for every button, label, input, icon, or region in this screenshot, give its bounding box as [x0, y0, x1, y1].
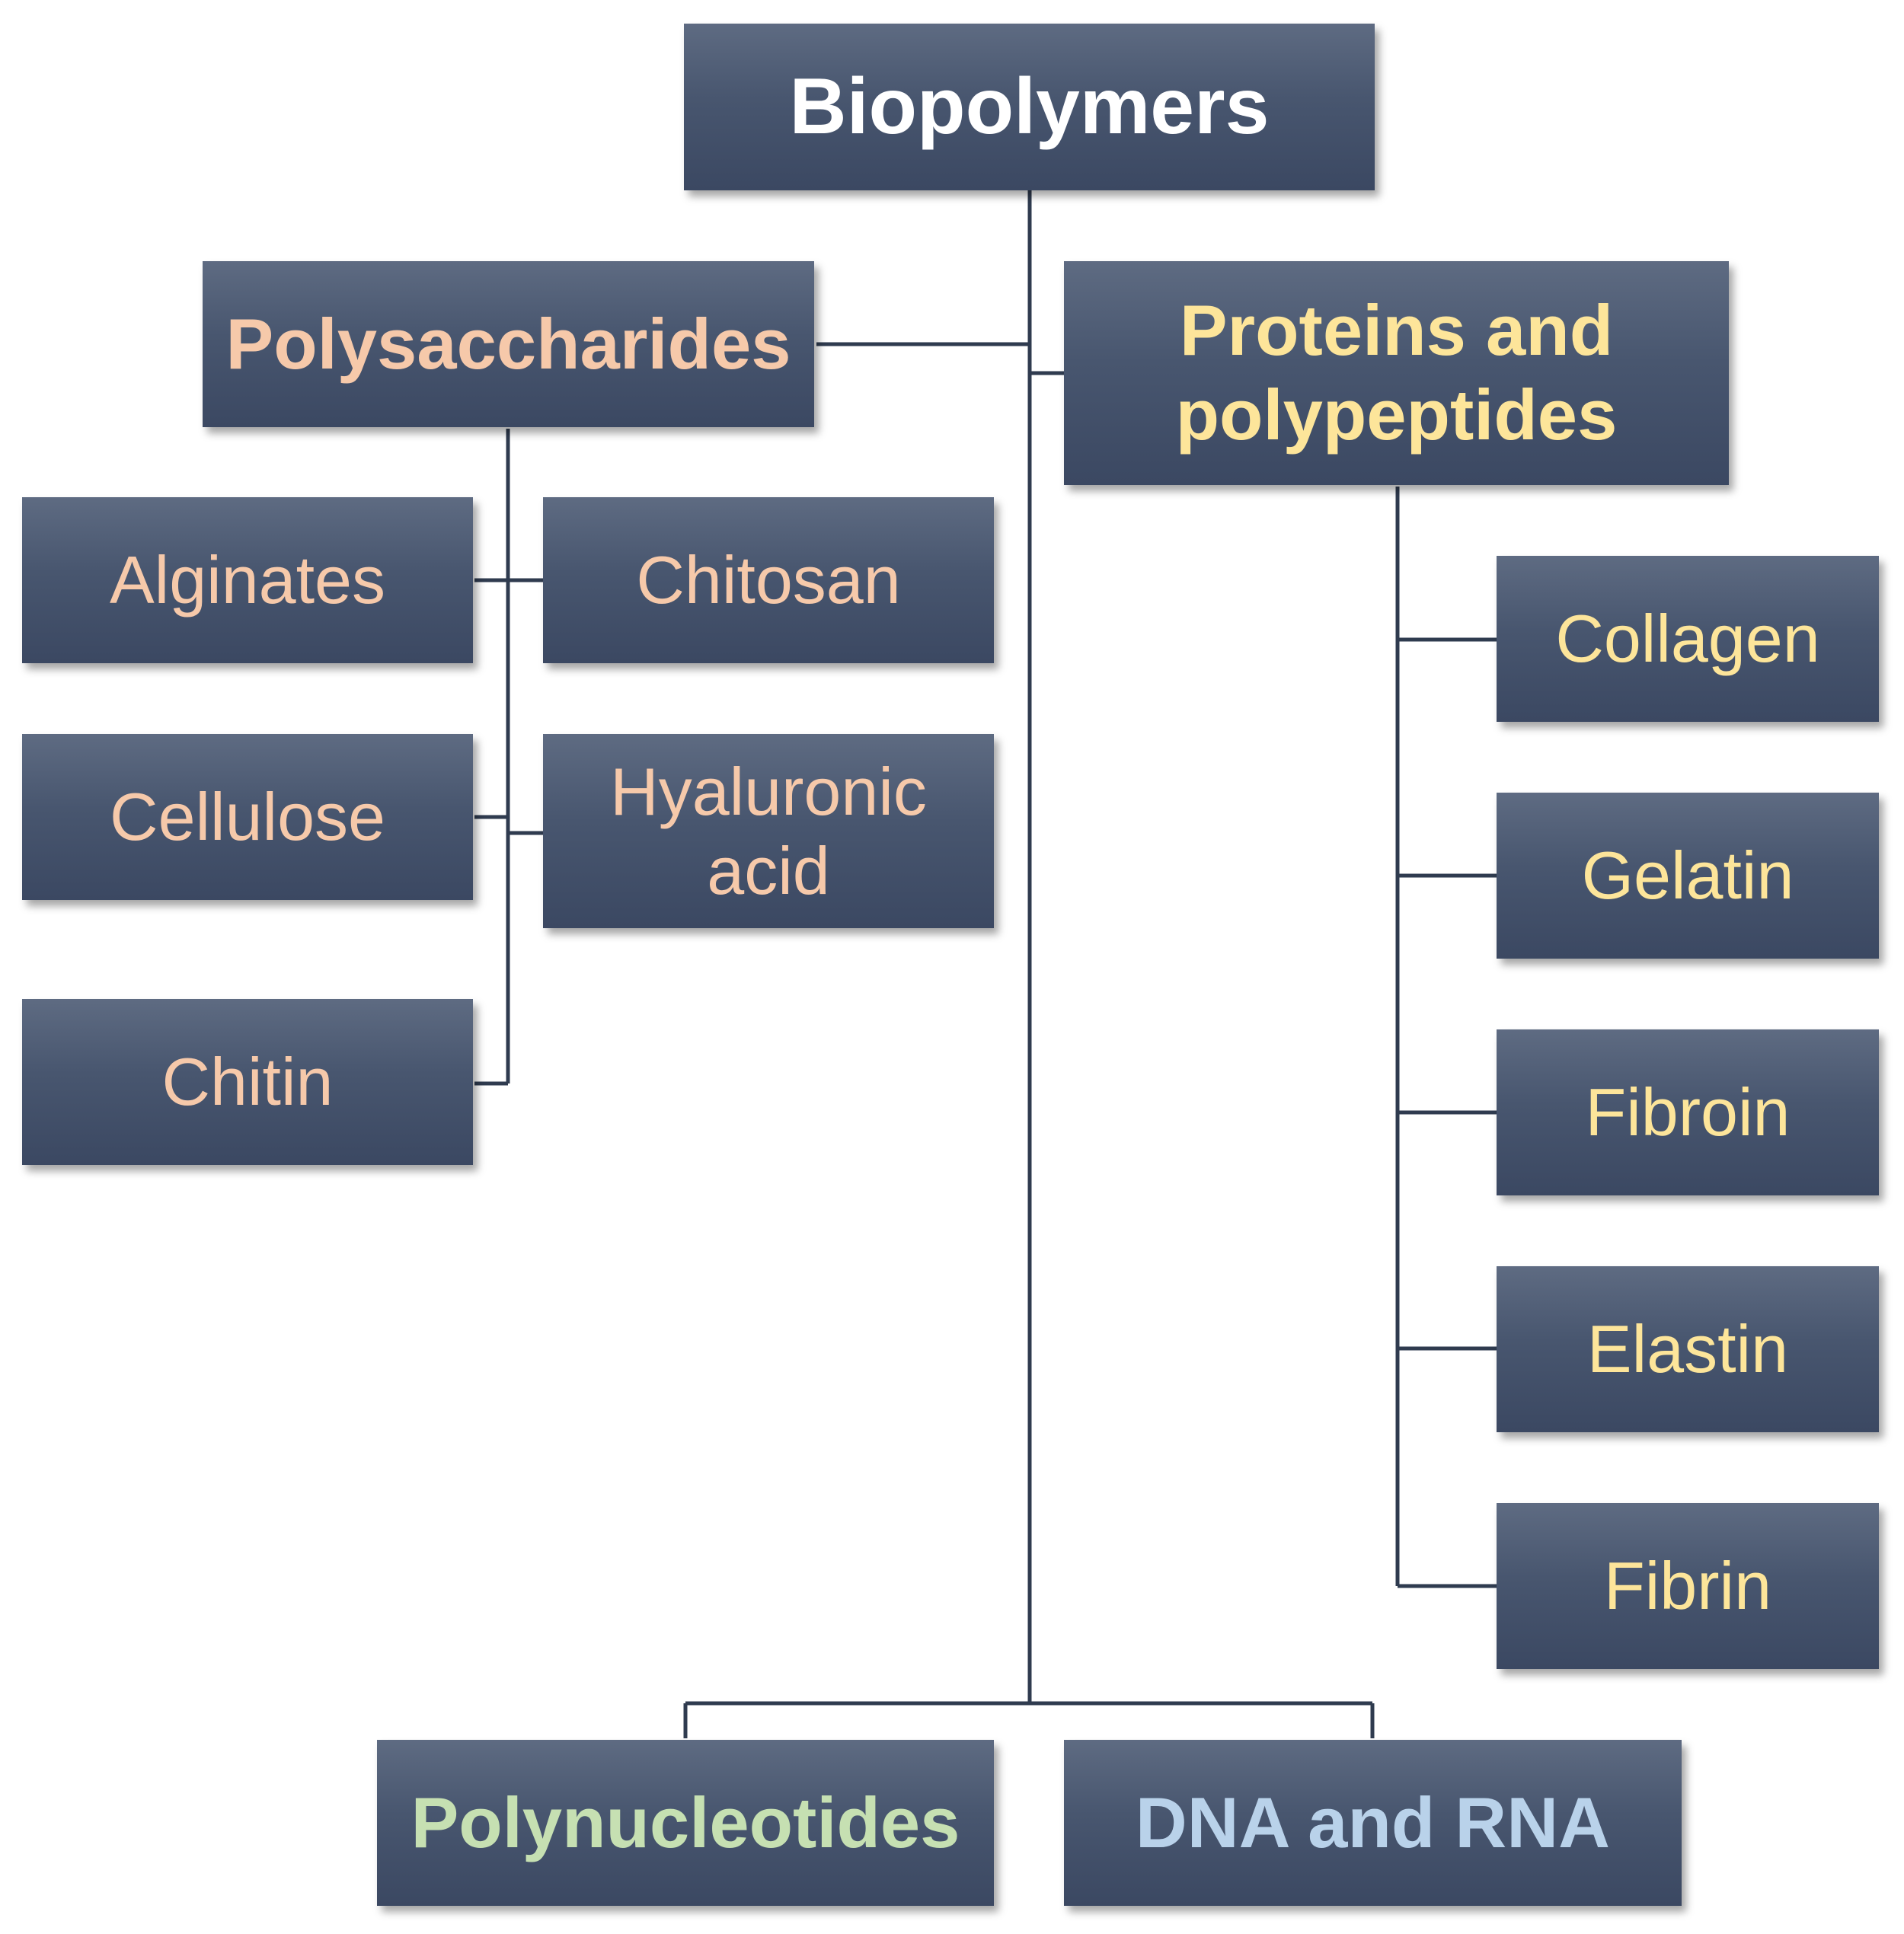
- node-biopolymers: Biopolymers: [684, 24, 1375, 190]
- node-hyaluronic-acid-label: Hyaluronic acid: [610, 753, 927, 908]
- node-polynucleotides: Polynucleotides: [377, 1740, 994, 1906]
- node-cellulose-label: Cellulose: [110, 779, 385, 855]
- node-fibrin-label: Fibrin: [1603, 1548, 1772, 1624]
- node-elastin-label: Elastin: [1586, 1311, 1789, 1387]
- node-gelatin: Gelatin: [1497, 793, 1879, 959]
- node-chitosan-label: Chitosan: [636, 542, 901, 618]
- node-alginates-label: Alginates: [109, 542, 385, 618]
- node-elastin: Elastin: [1497, 1266, 1879, 1432]
- node-fibrin: Fibrin: [1497, 1503, 1879, 1669]
- node-proteins-label: Proteins and polypeptides: [1175, 290, 1618, 455]
- node-biopolymers-label: Biopolymers: [789, 62, 1270, 152]
- node-alginates: Alginates: [22, 497, 473, 663]
- node-collagen: Collagen: [1497, 556, 1879, 722]
- node-hyaluronic-acid: Hyaluronic acid: [543, 734, 994, 928]
- node-fibroin-label: Fibroin: [1585, 1074, 1791, 1151]
- node-polynucleotides-label: Polynucleotides: [411, 1782, 960, 1862]
- node-dna-rna: DNA and RNA: [1064, 1740, 1682, 1906]
- node-chitosan: Chitosan: [543, 497, 994, 663]
- node-collagen-label: Collagen: [1555, 601, 1820, 677]
- node-chitin-label: Chitin: [161, 1044, 334, 1120]
- node-gelatin-label: Gelatin: [1581, 838, 1794, 914]
- node-proteins: Proteins and polypeptides: [1064, 261, 1729, 485]
- node-chitin: Chitin: [22, 999, 473, 1165]
- node-cellulose: Cellulose: [22, 734, 473, 900]
- node-fibroin: Fibroin: [1497, 1029, 1879, 1195]
- node-dna-rna-label: DNA and RNA: [1135, 1782, 1611, 1862]
- node-polysaccharides-label: Polysaccharides: [225, 303, 791, 384]
- node-polysaccharides: Polysaccharides: [203, 261, 814, 427]
